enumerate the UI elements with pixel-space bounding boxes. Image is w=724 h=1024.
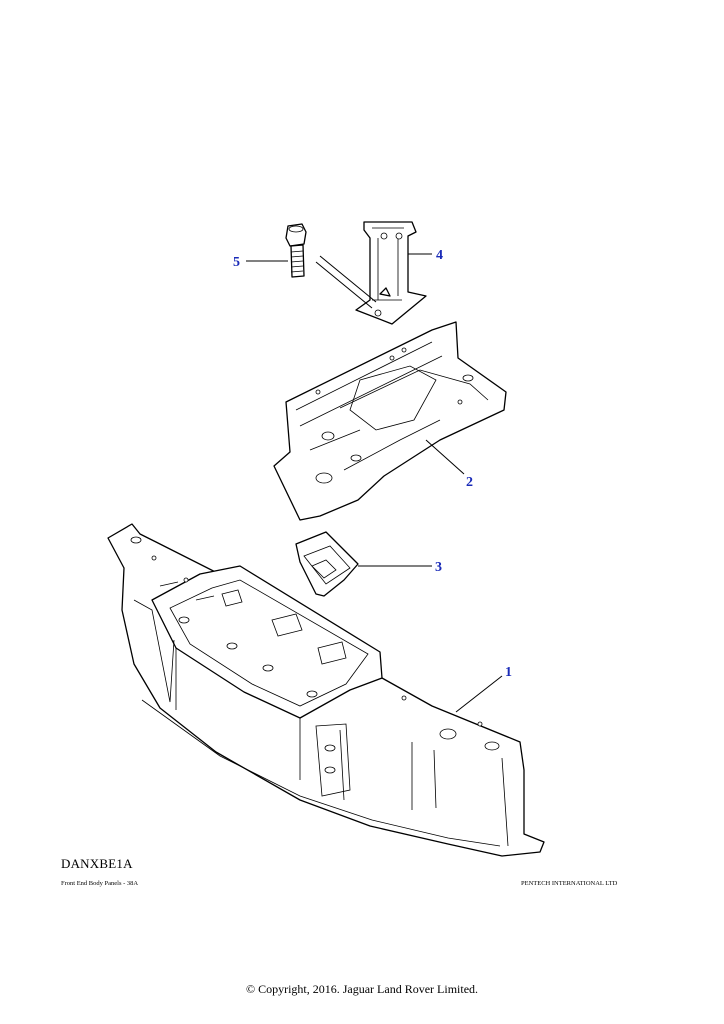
small-bracket-part-3[interactable] xyxy=(295,531,359,597)
callout-4[interactable]: 4 xyxy=(436,248,443,263)
diagram-caption: Front End Body Panels - 38A xyxy=(61,880,139,887)
callout-3[interactable]: 3 xyxy=(435,560,442,575)
leader-line-5c xyxy=(315,261,373,309)
leader-line-1 xyxy=(455,675,503,713)
callout-2[interactable]: 2 xyxy=(466,475,473,490)
callout-1[interactable]: 1 xyxy=(505,665,512,680)
bracket-part-4[interactable] xyxy=(355,221,427,325)
upper-panel-part-2[interactable] xyxy=(273,321,507,521)
publisher-caption: PENTECH INTERNATIONAL LTD xyxy=(521,880,618,887)
callout-5[interactable]: 5 xyxy=(233,255,240,270)
front-end-assembly-part-1[interactable] xyxy=(107,523,545,857)
bolt-part-5[interactable] xyxy=(285,223,307,278)
leader-line-2 xyxy=(425,439,465,475)
leader-line-5b xyxy=(319,255,377,303)
diagram-reference-code: DANXBE1A xyxy=(61,856,133,871)
copyright-notice: © Copyright, 2016. Jaguar Land Rover Lim… xyxy=(245,982,479,996)
